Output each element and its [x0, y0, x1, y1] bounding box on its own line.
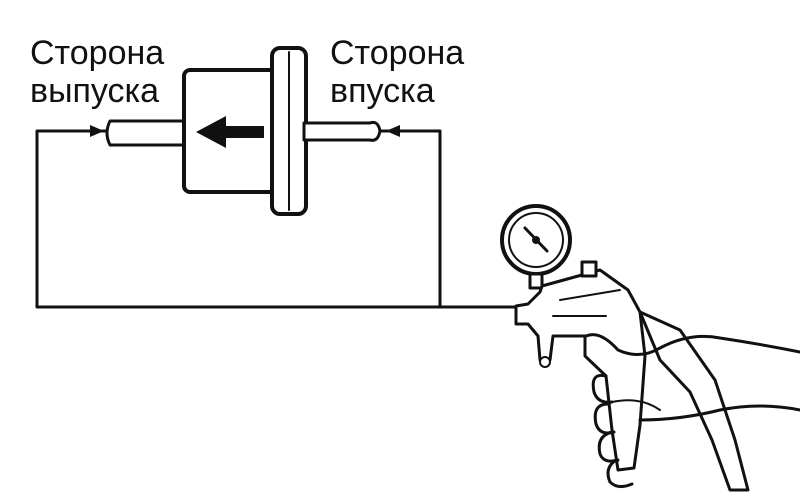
outlet-side-label: Сторона выпуска — [30, 34, 205, 110]
hose-arrow-outlet — [60, 125, 104, 137]
flow-direction-arrow-icon — [196, 116, 264, 148]
outlet-side-label-line2: выпуска — [30, 72, 160, 110]
vacuum-gauge-icon — [500, 204, 572, 290]
inlet-side-label: Сторона впуска — [330, 34, 500, 110]
hose-arrow-inlet — [386, 125, 427, 137]
inlet-side-label-line2: впуска — [330, 72, 435, 110]
hand-vacuum-pump — [500, 204, 800, 492]
outlet-side-label-line1: Сторона — [30, 34, 165, 72]
inlet-side-label-line1: Сторона — [330, 34, 465, 72]
check-valve — [105, 46, 382, 216]
